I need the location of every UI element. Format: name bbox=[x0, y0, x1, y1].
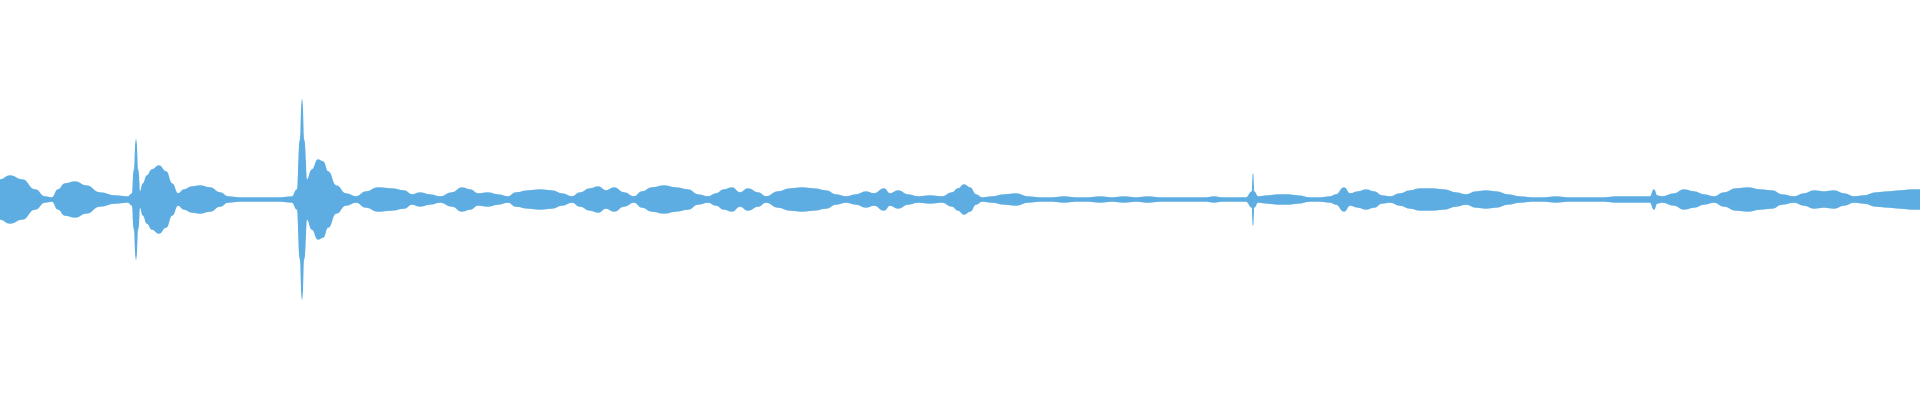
waveform-graphic bbox=[0, 99, 1920, 300]
